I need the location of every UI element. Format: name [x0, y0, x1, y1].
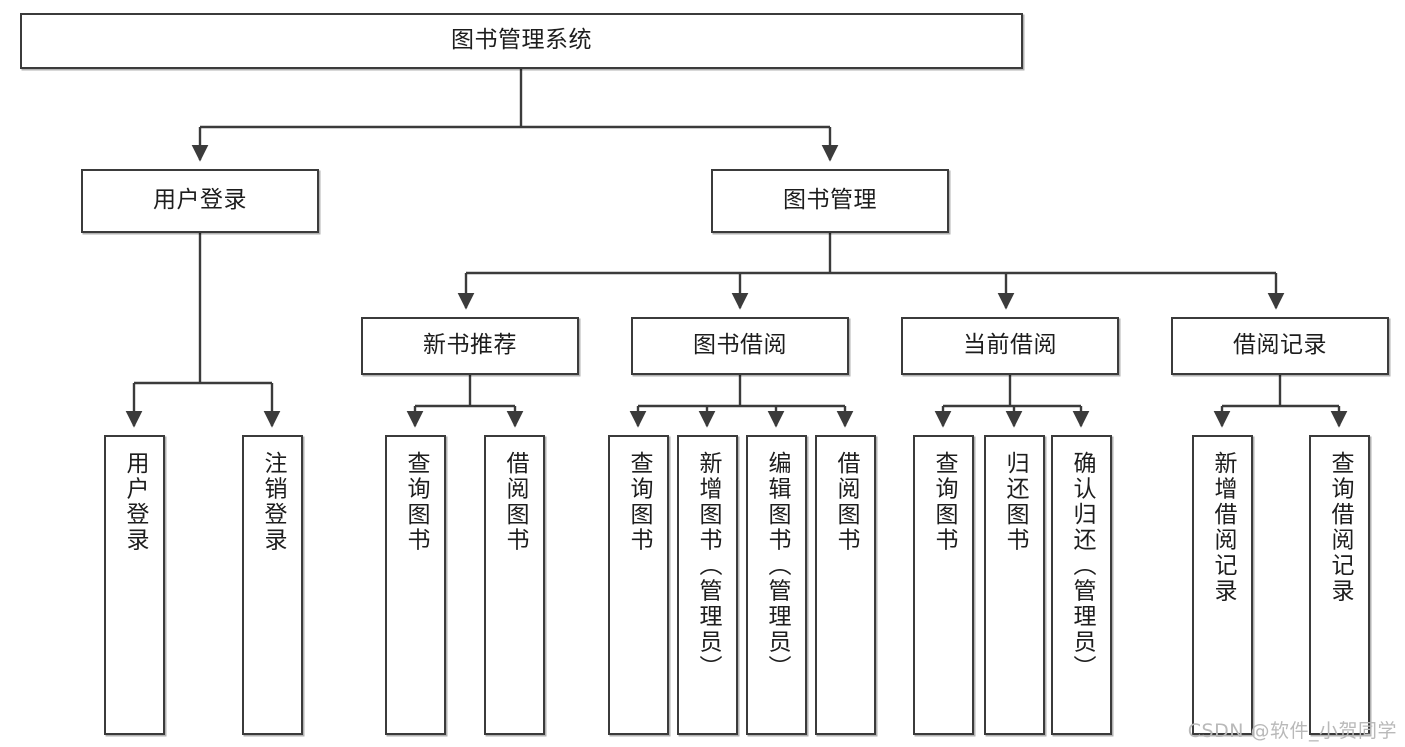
node-leaf-0[interactable]: 用户登录 — [104, 435, 165, 735]
node-leaf-10[interactable]: 确认归还（管理员） — [1051, 435, 1112, 735]
node-level3-3[interactable]: 借阅记录 — [1171, 317, 1389, 375]
node-label: 当前借阅 — [963, 332, 1057, 359]
node-label: 查询图书 — [931, 451, 957, 553]
node-leaf-1[interactable]: 注销登录 — [242, 435, 303, 735]
node-level2-0[interactable]: 用户登录 — [81, 169, 319, 233]
node-level2-1[interactable]: 图书管理 — [711, 169, 949, 233]
node-leaf-11[interactable]: 新增借阅记录 — [1192, 435, 1253, 735]
node-label: 确认归还（管理员） — [1069, 451, 1095, 681]
node-label: 图书管理系统 — [451, 27, 592, 54]
node-label: 新增图书（管理员） — [695, 451, 721, 681]
node-leaf-2[interactable]: 查询图书 — [385, 435, 446, 735]
node-label: 图书管理 — [783, 187, 877, 214]
node-leaf-8[interactable]: 查询图书 — [913, 435, 974, 735]
node-leaf-7[interactable]: 借阅图书 — [815, 435, 876, 735]
node-label: 新增借阅记录 — [1210, 451, 1236, 604]
node-label: 新书推荐 — [423, 332, 517, 359]
node-label: 用户登录 — [153, 187, 247, 214]
watermark: CSDN @软件_小贺同学 — [1187, 720, 1397, 742]
node-level3-0[interactable]: 新书推荐 — [361, 317, 579, 375]
node-leaf-6[interactable]: 编辑图书（管理员） — [746, 435, 807, 735]
node-label: 编辑图书（管理员） — [764, 451, 790, 681]
node-level3-1[interactable]: 图书借阅 — [631, 317, 849, 375]
node-level3-2[interactable]: 当前借阅 — [901, 317, 1119, 375]
node-label: 借阅图书 — [833, 451, 859, 553]
node-leaf-12[interactable]: 查询借阅记录 — [1309, 435, 1370, 735]
node-label: 归还图书 — [1002, 451, 1028, 553]
node-leaf-9[interactable]: 归还图书 — [984, 435, 1045, 735]
node-label: 注销登录 — [260, 451, 286, 553]
node-label: 查询图书 — [403, 451, 429, 553]
node-leaf-5[interactable]: 新增图书（管理员） — [677, 435, 738, 735]
node-label: 查询图书 — [626, 451, 652, 553]
node-label: 用户登录 — [122, 451, 148, 553]
node-leaf-3[interactable]: 借阅图书 — [484, 435, 545, 735]
node-label: 图书借阅 — [693, 332, 787, 359]
node-root[interactable]: 图书管理系统 — [20, 13, 1023, 69]
node-leaf-4[interactable]: 查询图书 — [608, 435, 669, 735]
node-label: 查询借阅记录 — [1327, 451, 1353, 604]
node-label: 借阅图书 — [502, 451, 528, 553]
node-label: 借阅记录 — [1233, 332, 1327, 359]
